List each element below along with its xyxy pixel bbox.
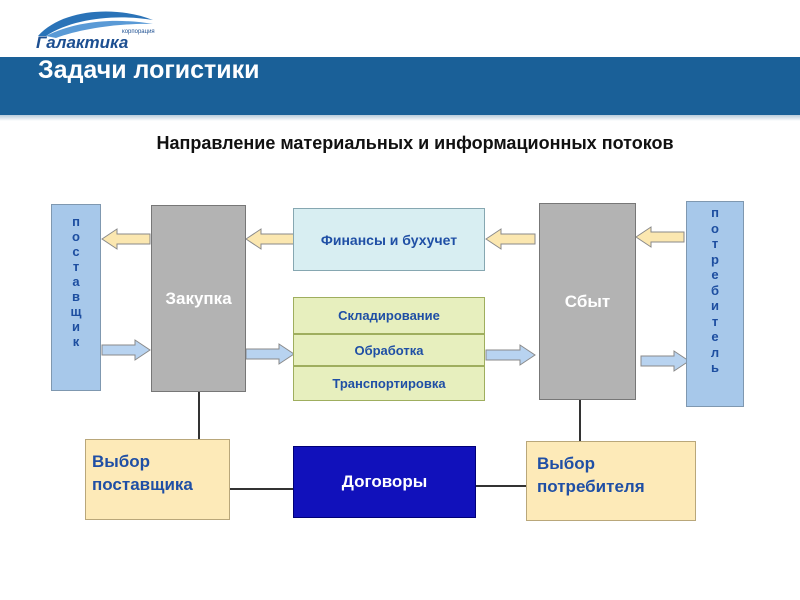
- supplier-letter: с: [72, 244, 80, 259]
- info-arrow-left: [485, 228, 536, 250]
- consumer-letter: л: [710, 344, 720, 360]
- info-arrow-left: [635, 226, 685, 248]
- supplier-letter: о: [72, 229, 80, 244]
- consumer-letter: р: [711, 251, 719, 267]
- galaktika-logo: [38, 11, 153, 38]
- supplier-letter: к: [72, 334, 80, 349]
- page-title: Задачи логистики: [38, 56, 260, 84]
- material-arrow-right: [101, 339, 151, 361]
- supplier-letter: и: [72, 319, 80, 334]
- choose-consumer-label: Выбор потребителя: [537, 454, 645, 496]
- material-arrow-right: [640, 350, 690, 372]
- consumer-letter: т: [711, 236, 719, 251]
- header-band-shadow: [0, 115, 800, 121]
- logo-text: Галактика: [36, 33, 129, 52]
- info-arrow-left: [101, 228, 151, 250]
- supplier-letter: щ: [70, 304, 82, 319]
- processing-label: Обработка: [354, 342, 424, 358]
- transport-box: Транспортировка: [293, 366, 485, 401]
- transport-label: Транспортировка: [332, 376, 446, 391]
- choose-supplier-label: Выбор поставщика: [92, 452, 193, 494]
- warehousing-box: Складирование: [293, 297, 485, 334]
- info-arrow-left: [245, 228, 295, 250]
- contracts-box: Договоры: [293, 446, 476, 518]
- header-band: [0, 57, 800, 115]
- contracts-label: Договоры: [341, 472, 428, 491]
- logo-superscript: корпорация: [122, 29, 155, 35]
- consumer-letter: е: [711, 329, 719, 344]
- sales-block: Сбыт: [539, 203, 636, 400]
- finance-box: Финансы и бухучет: [293, 208, 485, 271]
- finance-label: Финансы и бухучет: [320, 231, 458, 248]
- purchase-label: Закупка: [165, 288, 232, 308]
- supplier-letter: п: [72, 214, 80, 229]
- material-arrow-right: [485, 344, 536, 366]
- consumer-letter: о: [711, 220, 719, 236]
- sales-label: Сбыт: [564, 291, 611, 311]
- processing-box: Обработка: [293, 334, 485, 366]
- warehousing-label: Складирование: [338, 308, 440, 323]
- supplier-letter: а: [72, 274, 80, 289]
- consumer-letter: и: [711, 298, 719, 313]
- consumer-letter: т: [711, 313, 719, 329]
- diagram-subtitle: Направление материальных и информационны…: [156, 133, 674, 153]
- choose-supplier-box: Выбор поставщика: [85, 439, 230, 520]
- consumer-letter: ь: [711, 360, 719, 375]
- consumer-letter: е: [711, 267, 719, 282]
- consumer-letter: б: [710, 282, 720, 298]
- purchase-block: Закупка: [151, 205, 246, 392]
- material-arrow-right: [245, 343, 295, 365]
- choose-consumer-box: Выбор потребителя: [526, 441, 696, 521]
- consumer-letter: п: [711, 205, 719, 220]
- supplier-letter: в: [72, 289, 80, 304]
- supplier-letter: т: [72, 259, 80, 274]
